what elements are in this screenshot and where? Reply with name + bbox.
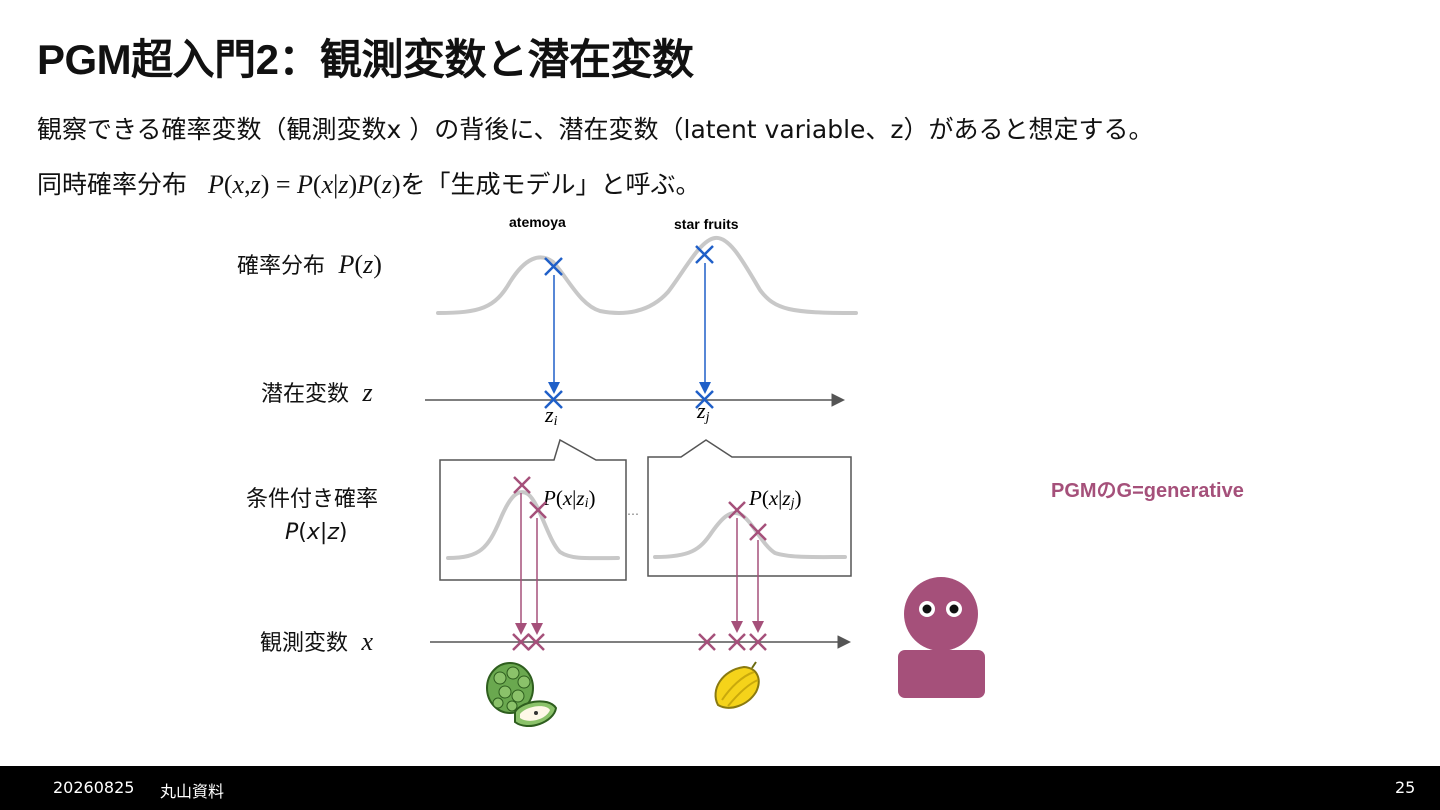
observed-sample-2 bbox=[527, 633, 545, 651]
observation-arrows bbox=[515, 493, 764, 635]
slide-title: PGM超入門2：観測変数と潜在変数 bbox=[37, 36, 694, 83]
generative-model-diagram: atemoya star fruits zi zj P(x|zi) P(x|zj… bbox=[425, 214, 985, 727]
prior-sample-i bbox=[544, 257, 563, 276]
peak-label-atemoya: atemoya bbox=[509, 214, 566, 230]
cond-sample-i1 bbox=[513, 476, 531, 494]
latent-label-zj: zj bbox=[696, 398, 710, 425]
latent-point-j bbox=[695, 390, 714, 409]
ellipsis: … bbox=[627, 504, 639, 518]
observed-sample-1 bbox=[512, 633, 530, 651]
row-label-conditional: 条件付き確率 bbox=[246, 487, 379, 512]
joint-distribution-label: 同時確率分布 bbox=[37, 170, 188, 199]
row-label-observed: 観測変数 x bbox=[260, 625, 373, 657]
page-number: 25 bbox=[1395, 778, 1416, 797]
observed-samples bbox=[512, 633, 767, 651]
atemoya-fruit-icon bbox=[486, 662, 558, 727]
cond-sample-j1 bbox=[728, 501, 746, 519]
row-label-latent: 潜在変数 z bbox=[261, 376, 373, 408]
prior-formula: P(z) bbox=[338, 250, 382, 279]
observed-sample-4 bbox=[728, 633, 746, 651]
row-label-prior-text: 確率分布 bbox=[237, 254, 326, 279]
conditional-samples bbox=[513, 476, 767, 541]
cond-sample-i2 bbox=[529, 501, 547, 519]
latent-label-zi: zi bbox=[544, 402, 558, 429]
row-label-latent-text: 潜在変数 bbox=[261, 382, 350, 407]
joint-formula: P(x,z) = P(x|z)P(z) bbox=[207, 170, 401, 199]
prior-sample-j bbox=[695, 245, 714, 264]
peak-label-star-fruits: star fruits bbox=[674, 216, 739, 232]
observed-symbol: x bbox=[361, 627, 374, 656]
row-label-observed-text: 観測変数 bbox=[260, 631, 349, 656]
latent-symbol: z bbox=[362, 378, 373, 407]
conditional-curve-i bbox=[446, 490, 620, 561]
generative-model-suffix: を「生成モデル」と呼ぶ。 bbox=[400, 170, 701, 199]
footer-source: 丸山資料 bbox=[160, 782, 225, 801]
star-fruit-icon bbox=[714, 661, 760, 709]
conditional-box-j bbox=[647, 439, 852, 577]
conditional-formula-i: P(x|zi) bbox=[542, 486, 595, 511]
generative-model-text: 同時確率分布 P(x,z) = P(x|z)P(z)を「生成モデル」と呼ぶ。 bbox=[37, 165, 701, 201]
footer-date: 20260825 bbox=[53, 778, 135, 797]
intro-text: 観察できる確率変数（観測変数x ）の背後に、潜在変数（latent variab… bbox=[37, 115, 1154, 144]
latent-point-i bbox=[544, 390, 563, 409]
footer-bar: 20260825 丸山資料 25 bbox=[0, 766, 1440, 810]
observed-sample-3 bbox=[698, 633, 716, 651]
generative-note: PGMのG=generative bbox=[1051, 480, 1244, 502]
cond-sample-j2 bbox=[749, 523, 767, 541]
row-label-prior: 確率分布 P(z) bbox=[237, 248, 382, 280]
conditional-formula: P(x|z) bbox=[285, 520, 348, 545]
observed-sample-5 bbox=[749, 633, 767, 651]
character-icon bbox=[898, 577, 985, 698]
prior-distribution-curve bbox=[436, 236, 858, 315]
